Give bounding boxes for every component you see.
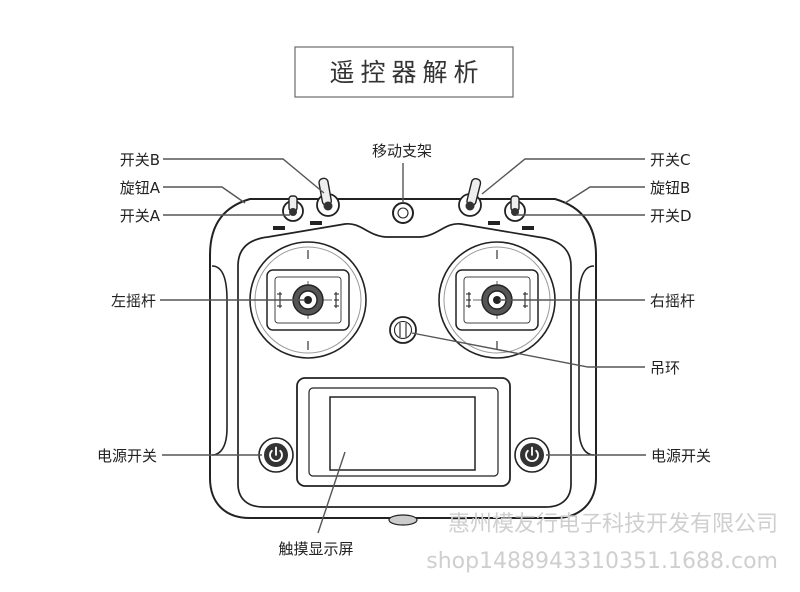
leader-knob-a: [163, 186, 246, 204]
switch-a-mark: [273, 226, 285, 230]
hanger-ring-inner: [393, 320, 413, 340]
switch-d: [504, 195, 534, 230]
switch-b-mark: [310, 221, 322, 225]
label-touch-screen: 触摸显示屏: [278, 540, 353, 558]
switch-b: [310, 177, 340, 225]
bottom-notch: [388, 514, 418, 526]
face-plate: [237, 223, 572, 508]
label-left-stick: 左摇杆: [111, 292, 156, 310]
label-switch-b: 开关B: [120, 151, 160, 169]
label-knob-a: 旋钮A: [120, 179, 161, 197]
mobile-bracket-mount: [392, 202, 414, 224]
right-grip: [578, 265, 595, 456]
leader-switch-c: [481, 158, 645, 195]
switch-d-mark: [522, 226, 534, 230]
power-button-right: [514, 437, 550, 473]
label-switch-d: 开关D: [650, 207, 692, 225]
display-frame: [308, 387, 499, 477]
label-power-right: 电源开关: [651, 447, 711, 465]
watermark-shop: shop1488943310351.1688.com: [426, 549, 778, 574]
power-button-left: [258, 437, 294, 473]
label-knob-b: 旋钮B: [650, 179, 690, 197]
diagram-title: 遥控器解析: [329, 58, 484, 87]
hanger-ring-outer: [389, 316, 417, 344]
leader-touch-screen: [317, 451, 346, 534]
bracket-mount-inner: [397, 207, 409, 219]
leader-hanger-ring: [411, 332, 645, 368]
leader-switch-b: [163, 158, 325, 194]
label-mobile-bracket: 移动支架: [372, 142, 432, 160]
power-icon: [269, 446, 283, 462]
watermark: 惠州模友行电子科技开发有限公司 shop1488943310351.1688.c…: [426, 512, 778, 574]
labels: 开关B 旋钮A 开关A 移动支架 开关C 旋钮B 开关D 左摇杆 右摇杆 吊环 …: [97, 142, 711, 558]
switch-a: [273, 195, 304, 230]
right-stick-knob-center: [493, 296, 501, 304]
leader-knob-b: [564, 186, 645, 204]
switch-c-mark: [488, 221, 500, 225]
leader-lines: [160, 158, 646, 534]
touch-display: [296, 377, 511, 487]
switch-a-pivot: [289, 208, 297, 216]
watermark-company: 惠州模友行电子科技开发有限公司: [448, 512, 778, 537]
label-right-stick: 右摇杆: [650, 292, 695, 310]
switch-c-pivot: [465, 201, 475, 211]
label-power-left: 电源开关: [97, 447, 157, 465]
bracket-mount-outer: [392, 202, 414, 224]
switch-b-pivot: [323, 201, 333, 211]
display-screen: [329, 396, 476, 471]
label-switch-a: 开关A: [120, 207, 161, 225]
left-stick-knob-center: [304, 296, 312, 304]
title-frame: [294, 46, 514, 98]
power-icon: [525, 446, 539, 462]
left-grip: [211, 265, 228, 456]
switch-d-pivot: [511, 208, 519, 216]
switch-c: [458, 177, 500, 225]
title-box: 遥控器解析: [294, 46, 514, 98]
hanger-ring-bar: [399, 323, 407, 337]
label-hanger-ring: 吊环: [650, 359, 680, 377]
hanger-ring: [389, 316, 417, 344]
label-switch-c: 开关C: [650, 151, 690, 169]
